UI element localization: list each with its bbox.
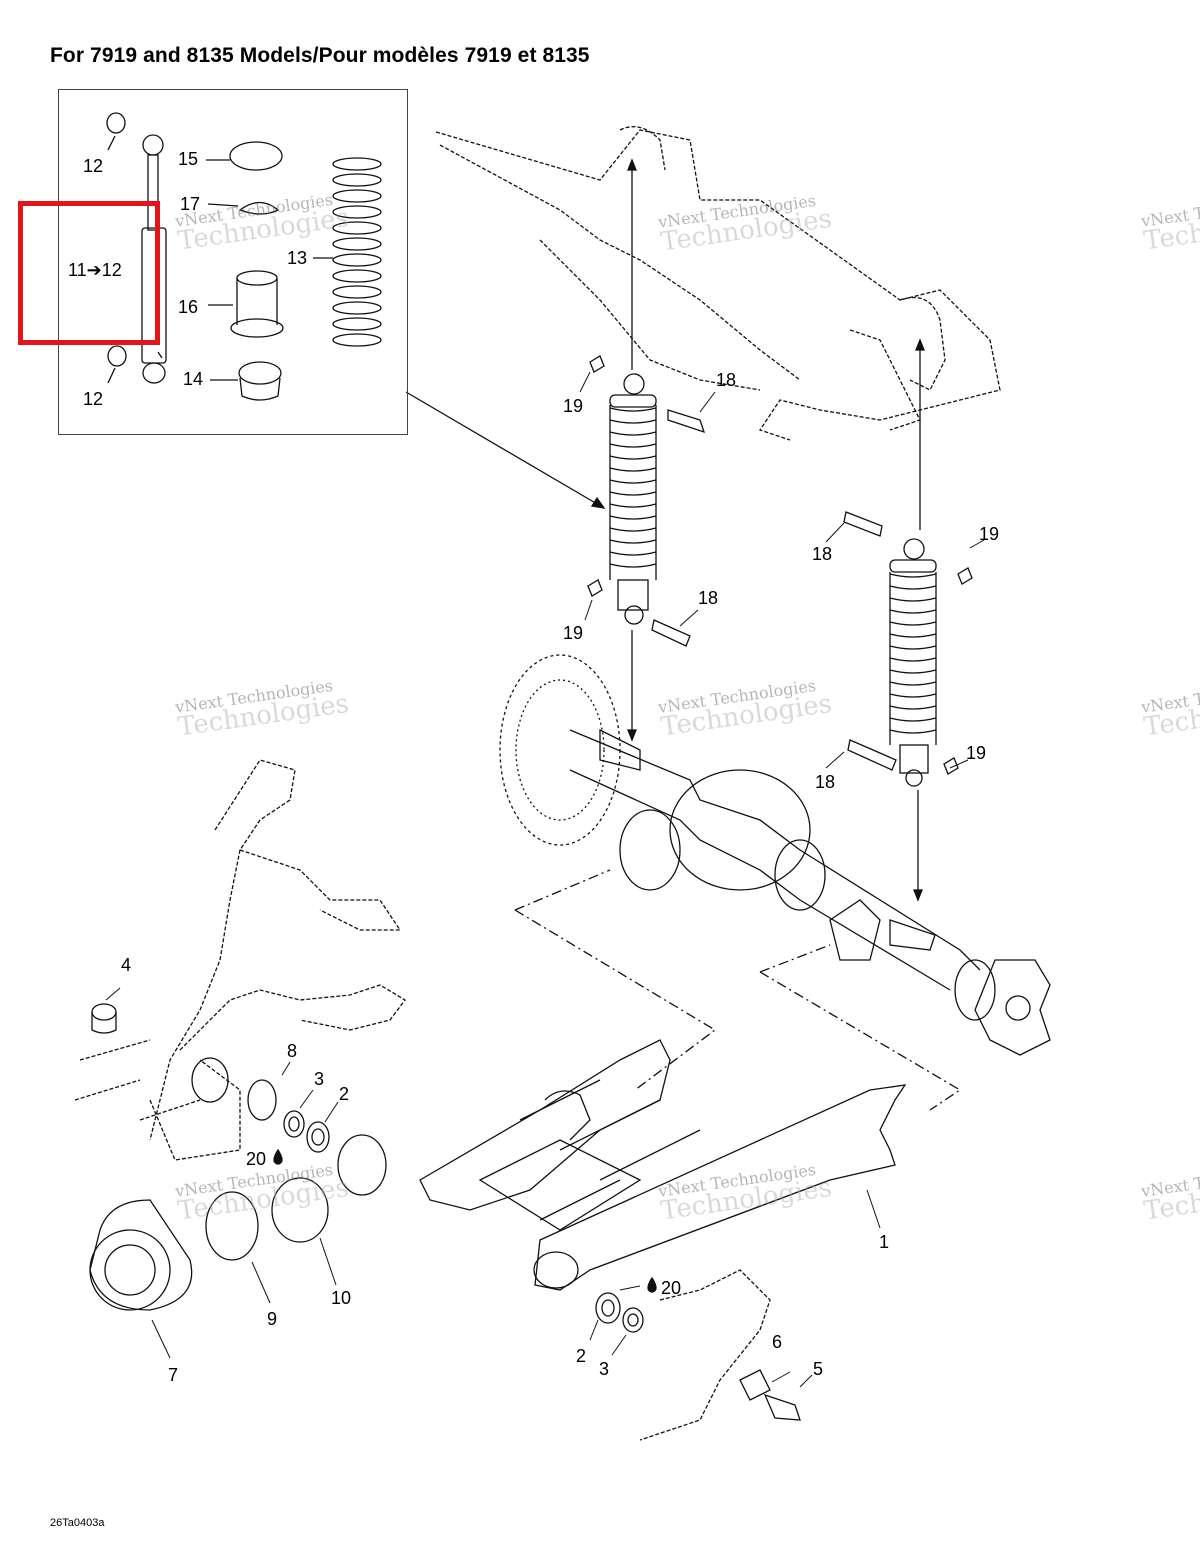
swing-arm (419, 1039, 907, 1291)
callout-19-a: 19 (563, 396, 584, 416)
callout-5: 5 (813, 1359, 824, 1379)
callout-10: 10 (331, 1288, 352, 1308)
frame-left (74, 759, 406, 1161)
callout-19-c: 19 (979, 524, 1000, 544)
callout-3-b: 3 (599, 1359, 610, 1379)
callout-18-a: 18 (716, 370, 737, 390)
highlight-frame (18, 201, 160, 345)
shock-absorber-right (843, 511, 973, 787)
shock-absorber-left (587, 355, 706, 647)
callout-2-b: 2 (576, 1346, 587, 1366)
callout-18-d: 18 (815, 772, 836, 792)
callout-12-bottom: 12 (83, 389, 104, 409)
rear-axle-housing (499, 654, 1051, 1056)
replacement-label: 11➔12 (68, 260, 122, 280)
callout-14: 14 (183, 369, 204, 389)
grease-drop-icon (647, 1276, 657, 1293)
callout-1: 1 (879, 1232, 890, 1252)
callout-19-b: 19 (563, 623, 584, 643)
callout-13: 13 (287, 248, 308, 268)
callout-15: 15 (178, 149, 199, 169)
callout-4: 4 (121, 955, 132, 975)
callout-20-a: 20 (246, 1149, 267, 1169)
diagram-title: For 7919 and 8135 Models/Pour modèles 79… (50, 44, 590, 67)
inset-parts (106, 112, 382, 401)
callout-2-a: 2 (339, 1084, 350, 1104)
callout-8: 8 (287, 1041, 298, 1061)
right-pivot-components (595, 1269, 801, 1441)
inset-detail-box (58, 89, 408, 435)
callout-16: 16 (178, 297, 199, 317)
figure-code: 26Ta0403a (50, 1517, 105, 1529)
callout-leaders (105, 371, 985, 1388)
callout-19-d: 19 (966, 743, 987, 763)
callout-7: 7 (168, 1365, 179, 1385)
callout-18-c: 18 (812, 544, 833, 564)
callout-6: 6 (772, 1332, 783, 1352)
grease-drop-icon (273, 1148, 283, 1165)
callout-9: 9 (267, 1309, 278, 1329)
callout-17: 17 (180, 194, 201, 214)
coil-spring (332, 157, 382, 347)
left-pivot-components (89, 1003, 387, 1311)
callout-3-a: 3 (314, 1069, 325, 1089)
callout-18-b: 18 (698, 588, 719, 608)
frame-structure (435, 126, 1001, 441)
callout-20-b: 20 (661, 1278, 682, 1298)
callout-12-top: 12 (83, 156, 104, 176)
